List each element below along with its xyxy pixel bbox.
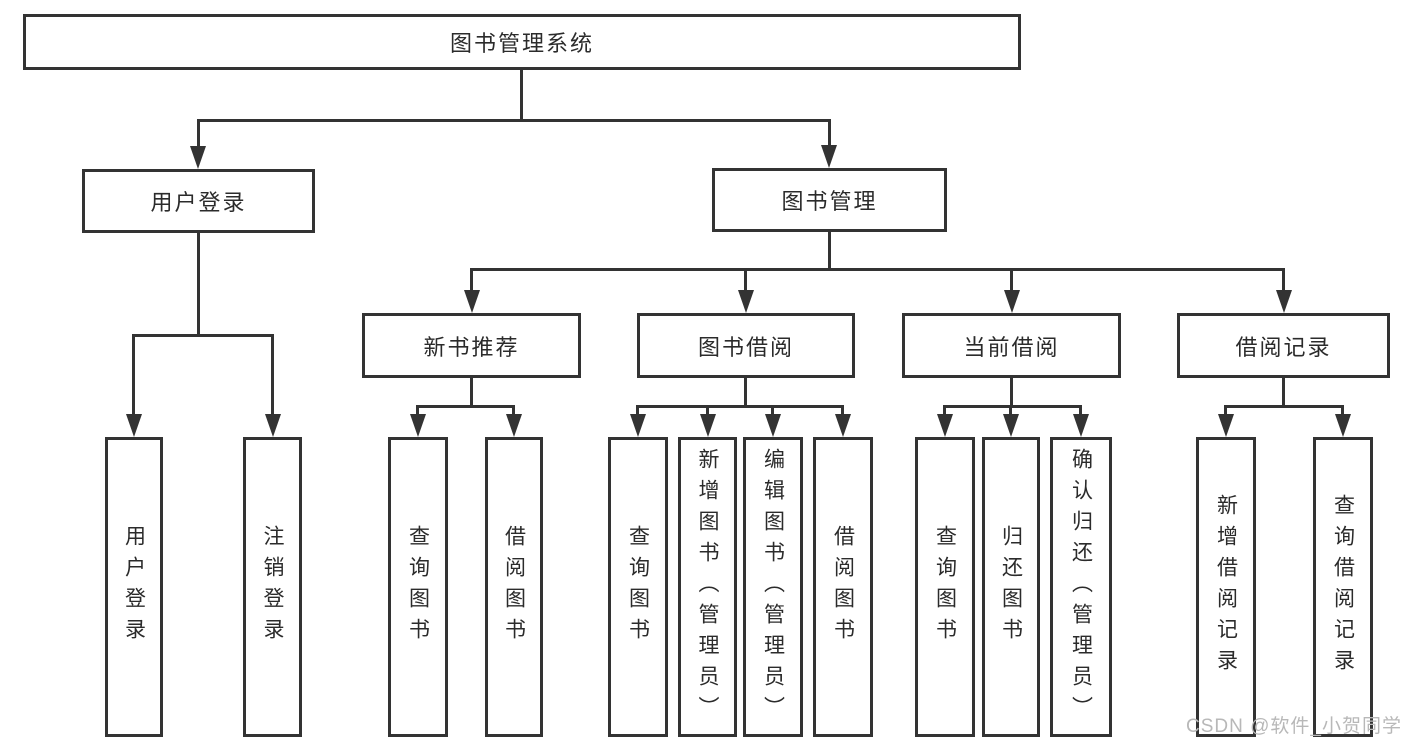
- arrow-down-icon: [765, 414, 781, 437]
- node-label: 查询图书: [626, 525, 650, 649]
- node-new-book-recommend: 新书推荐: [362, 313, 581, 378]
- node-label: 借阅图书: [831, 525, 855, 649]
- connector-drop-leaf: [706, 405, 709, 417]
- arrow-down-icon: [821, 145, 837, 168]
- node-leaf-query-books: 查询图书: [915, 437, 975, 737]
- arrow-down-icon: [937, 414, 953, 437]
- arrow-down-icon: [630, 414, 646, 437]
- arrow-down-icon: [1004, 290, 1020, 313]
- arrow-down-icon: [464, 290, 480, 313]
- node-leaf-add-borrow-record: 新增借阅记录: [1196, 437, 1256, 737]
- arrow-down-icon: [126, 414, 142, 437]
- connector-drop-leaf: [271, 334, 274, 414]
- connector-drop-module: [470, 268, 473, 292]
- connector-root-stem: [520, 70, 523, 122]
- connector-borrow-stem: [744, 378, 747, 408]
- connector-drop-leaf: [841, 405, 844, 417]
- connector-bookmgmt-stem: [828, 232, 831, 270]
- connector-drop-leaf: [132, 334, 135, 414]
- node-label: 归还图书: [999, 525, 1023, 649]
- node-label: 查询图书: [933, 525, 957, 649]
- connector-userlogin-bar: [132, 334, 274, 337]
- node-book-borrow: 图书借阅: [637, 313, 855, 378]
- arrow-down-icon: [190, 146, 206, 169]
- node-leaf-user-login: 用户登录: [105, 437, 163, 737]
- node-label: 注销登录: [261, 525, 284, 649]
- connector-drop-leaf: [771, 405, 774, 417]
- connector-drop-leaf: [512, 405, 515, 417]
- connector-drop-leaf: [1079, 405, 1082, 417]
- node-current-borrow: 当前借阅: [902, 313, 1121, 378]
- arrow-down-icon: [1218, 414, 1234, 437]
- connector-userlogin-stem: [197, 233, 200, 336]
- csdn-watermark: CSDN @软件_小贺同学: [1186, 716, 1402, 737]
- connector-drop-book-management: [828, 119, 831, 149]
- connector-drop-module: [1282, 268, 1285, 292]
- arrow-down-icon: [1335, 414, 1351, 437]
- node-leaf-query-borrow-record: 查询借阅记录: [1313, 437, 1373, 737]
- arrow-down-icon: [835, 414, 851, 437]
- arrow-down-icon: [738, 290, 754, 313]
- node-label: 图书借阅: [697, 334, 794, 360]
- node-label: 图书管理系统: [449, 31, 594, 56]
- node-label: 用户登录: [150, 190, 247, 215]
- connector-records-bar: [1224, 405, 1344, 408]
- connector-newrec-stem: [470, 378, 473, 408]
- node-leaf-query-books: 查询图书: [388, 437, 448, 737]
- node-leaf-borrow-books: 借阅图书: [485, 437, 543, 737]
- node-leaf-borrow-books: 借阅图书: [813, 437, 873, 737]
- node-label: 查询借阅记录: [1331, 494, 1355, 680]
- connector-drop-module: [744, 268, 747, 292]
- connector-drop-leaf: [1224, 405, 1227, 417]
- node-label: 编辑图书（管理员）: [761, 447, 785, 727]
- connector-bookmgmt-bar: [470, 268, 1285, 271]
- arrow-down-icon: [1073, 414, 1089, 437]
- node-label: 用户登录: [122, 525, 146, 649]
- connector-drop-leaf: [636, 405, 639, 417]
- node-label: 当前借阅: [963, 334, 1060, 360]
- node-label: 图书管理: [781, 189, 878, 214]
- connector-drop-user-login: [197, 119, 200, 149]
- arrow-down-icon: [265, 414, 281, 437]
- node-library-system-root: 图书管理系统: [23, 14, 1021, 70]
- arrow-down-icon: [700, 414, 716, 437]
- node-leaf-confirm-return-admin: 确认归还（管理员）: [1050, 437, 1112, 737]
- node-leaf-query-books: 查询图书: [608, 437, 668, 737]
- connector-newrec-bar: [416, 405, 515, 408]
- connector-drop-module: [1010, 268, 1013, 292]
- node-label: 确认归还（管理员）: [1069, 447, 1093, 727]
- node-label: 借阅记录: [1235, 334, 1332, 360]
- node-label: 新增图书（管理员）: [696, 447, 719, 727]
- node-leaf-return-books: 归还图书: [982, 437, 1040, 737]
- arrow-down-icon: [1276, 290, 1292, 313]
- node-leaf-add-books-admin: 新增图书（管理员）: [678, 437, 737, 737]
- connector-drop-leaf: [1009, 405, 1012, 417]
- node-leaf-edit-books-admin: 编辑图书（管理员）: [743, 437, 803, 737]
- node-user-login-branch: 用户登录: [82, 169, 315, 233]
- node-borrow-records: 借阅记录: [1177, 313, 1390, 378]
- arrow-down-icon: [410, 414, 426, 437]
- node-label: 新增借阅记录: [1214, 494, 1238, 680]
- arrow-down-icon: [506, 414, 522, 437]
- arrow-down-icon: [1003, 414, 1019, 437]
- connector-drop-leaf: [1341, 405, 1344, 417]
- connector-current-bar: [943, 405, 1082, 408]
- connector-drop-leaf: [416, 405, 419, 417]
- node-label: 借阅图书: [502, 525, 526, 649]
- node-label: 查询图书: [406, 525, 430, 649]
- connector-borrow-bar: [636, 405, 844, 408]
- connector-current-stem: [1010, 378, 1013, 408]
- node-book-management-branch: 图书管理: [712, 168, 947, 232]
- connector-records-stem: [1282, 378, 1285, 408]
- node-leaf-logout: 注销登录: [243, 437, 302, 737]
- node-label: 新书推荐: [423, 334, 520, 360]
- connector-root-bar: [197, 119, 831, 122]
- connector-drop-leaf: [943, 405, 946, 417]
